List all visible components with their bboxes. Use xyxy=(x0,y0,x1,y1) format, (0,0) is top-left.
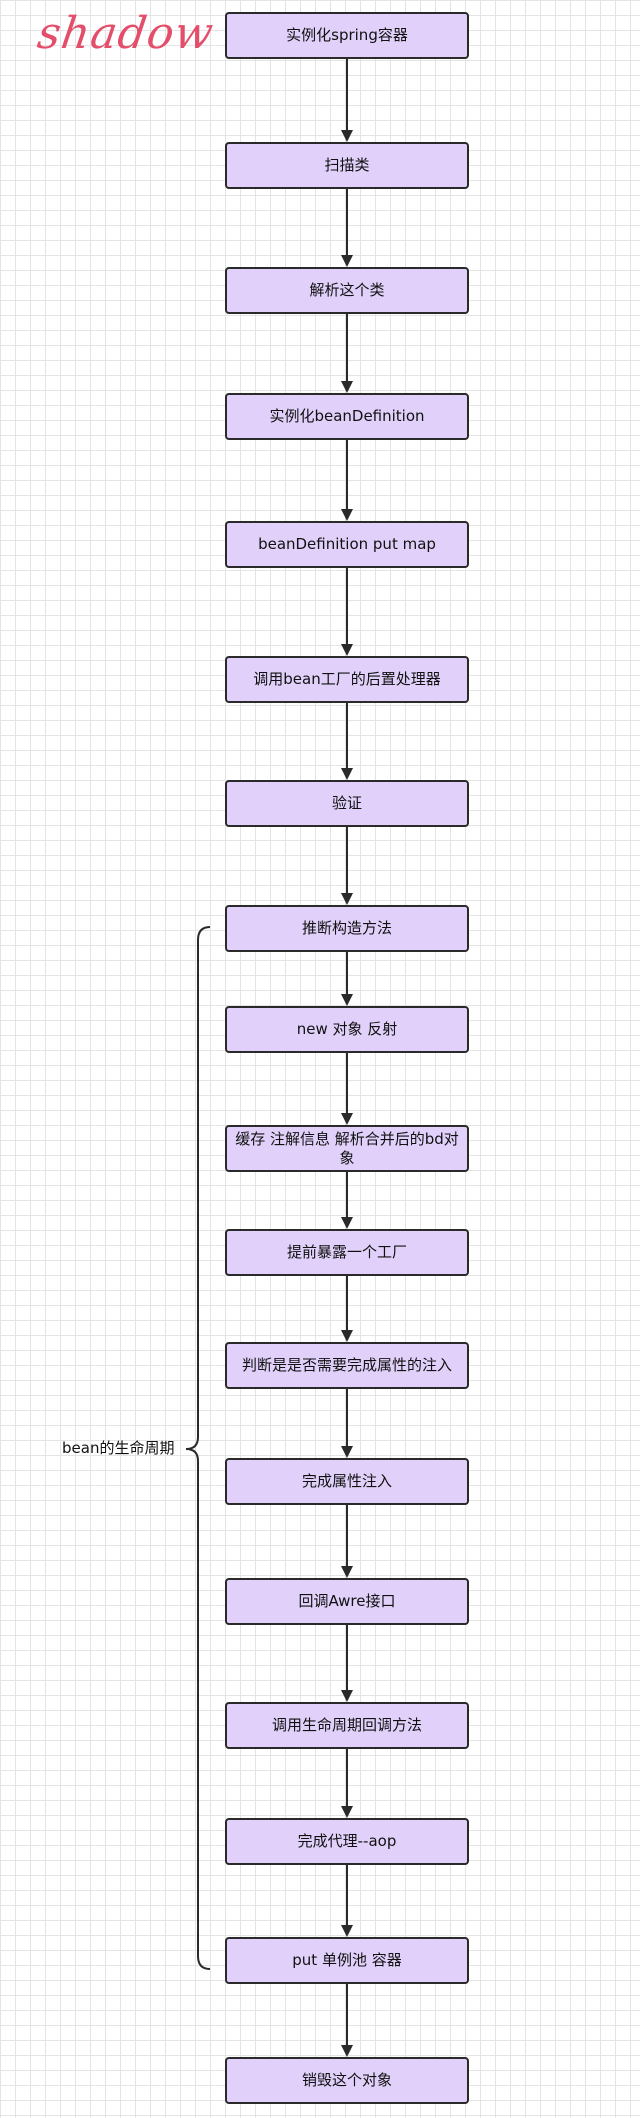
node-expose-factory-early[interactable]: 提前暴露一个工厂 xyxy=(225,1229,469,1276)
arrowhead-icon xyxy=(341,1446,353,1458)
node-label: 调用生命周期回调方法 xyxy=(271,1716,422,1734)
node-bean-definition-put-map[interactable]: beanDefinition put map xyxy=(225,521,469,568)
node-invoke-bean-factory-post-processors[interactable]: 调用bean工厂的后置处理器 xyxy=(225,656,469,703)
node-destroy-object[interactable]: 销毁这个对象 xyxy=(225,2057,469,2104)
node-label: 扫描类 xyxy=(324,156,370,174)
node-invoke-lifecycle-callbacks[interactable]: 调用生命周期回调方法 xyxy=(225,1702,469,1749)
node-validate[interactable]: 验证 xyxy=(225,780,469,827)
arrowhead-icon xyxy=(341,381,353,393)
node-instantiate-spring-container[interactable]: 实例化spring容器 xyxy=(225,12,469,59)
node-label: 判断是是否需要完成属性的注入 xyxy=(241,1356,452,1374)
arrowhead-icon xyxy=(341,130,353,142)
node-label: 回调Awre接口 xyxy=(298,1592,396,1610)
arrowhead-icon xyxy=(341,1925,353,1937)
node-callback-aware-interfaces[interactable]: 回调Awre接口 xyxy=(225,1578,469,1625)
node-put-singleton-pool[interactable]: put 单例池 容器 xyxy=(225,1937,469,1984)
node-label: beanDefinition put map xyxy=(258,535,436,553)
arrowhead-icon xyxy=(341,768,353,780)
node-parse-class[interactable]: 解析这个类 xyxy=(225,267,469,314)
arrowhead-icon xyxy=(341,1113,353,1125)
arrowhead-icon xyxy=(341,1217,353,1229)
node-label: 销毁这个对象 xyxy=(301,2071,392,2089)
node-label: 调用bean工厂的后置处理器 xyxy=(253,670,441,688)
bean-lifecycle-label: bean的生命周期 xyxy=(62,1439,175,1457)
node-cache-annotation-info[interactable]: 缓存 注解信息 解析合并后的bd对象 xyxy=(225,1125,469,1172)
arrowhead-icon xyxy=(341,1566,353,1578)
node-new-object-reflection[interactable]: new 对象 反射 xyxy=(225,1006,469,1053)
node-complete-property-injection[interactable]: 完成属性注入 xyxy=(225,1458,469,1505)
arrowhead-icon xyxy=(341,509,353,521)
node-label: 实例化beanDefinition xyxy=(269,407,425,425)
node-label: 完成代理--aop xyxy=(297,1832,397,1850)
node-label: 提前暴露一个工厂 xyxy=(286,1243,407,1261)
node-label: 完成属性注入 xyxy=(301,1472,392,1490)
arrowhead-icon xyxy=(341,893,353,905)
node-label: 解析这个类 xyxy=(309,281,385,299)
arrowhead-icon xyxy=(341,1690,353,1702)
arrowhead-icon xyxy=(341,1330,353,1342)
node-label: put 单例池 容器 xyxy=(292,1951,402,1969)
node-check-property-injection[interactable]: 判断是是否需要完成属性的注入 xyxy=(225,1342,469,1389)
arrowhead-icon xyxy=(341,994,353,1006)
node-label: 推断构造方法 xyxy=(301,919,392,937)
arrowhead-icon xyxy=(341,1806,353,1818)
node-instantiate-bean-definition[interactable]: 实例化beanDefinition xyxy=(225,393,469,440)
node-complete-proxy-aop[interactable]: 完成代理--aop xyxy=(225,1818,469,1865)
arrowhead-icon xyxy=(341,2045,353,2057)
node-label: new 对象 反射 xyxy=(296,1020,398,1038)
node-label: 验证 xyxy=(331,794,362,812)
arrowhead-icon xyxy=(341,255,353,267)
arrowhead-icon xyxy=(341,644,353,656)
node-label: 缓存 注解信息 解析合并后的bd对象 xyxy=(235,1129,459,1167)
node-label: 实例化spring容器 xyxy=(286,26,408,44)
node-infer-constructor[interactable]: 推断构造方法 xyxy=(225,905,469,952)
lifecycle-brace xyxy=(185,926,211,1970)
node-scan-classes[interactable]: 扫描类 xyxy=(225,142,469,189)
